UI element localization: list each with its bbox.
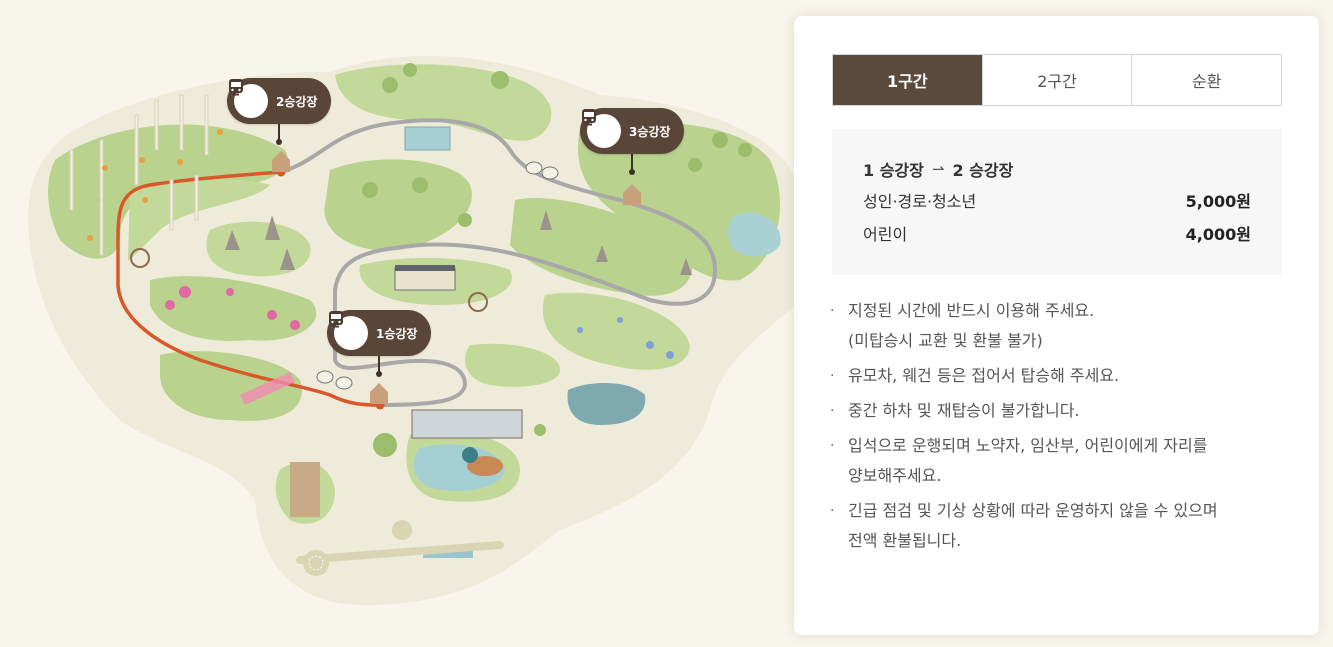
notice-text: 긴급 점검 및 기상 상황에 따라 운영하지 않을 수 있으며 [848, 501, 1218, 520]
notice-item: · 유모차, 웨건 등은 접어서 탑승해 주세요. [826, 361, 1286, 391]
tab-loop[interactable]: 순환 [1131, 55, 1282, 105]
station-2-pin [276, 124, 283, 145]
fare-row-child: 어린이 4,000원 [863, 216, 1251, 249]
station-1-label[interactable]: 1승강장 [327, 310, 432, 377]
route-from: 1 승강장 [863, 161, 924, 180]
station-3-label[interactable]: 3승강장 [580, 108, 685, 175]
park-map: 2승강장 3승강장 1승강장 [28, 55, 800, 606]
bullet-icon: · [830, 303, 835, 319]
train-icon [582, 109, 621, 148]
route-arrow-icon: ⇀ [931, 160, 945, 178]
notice-subtext: 전액 환불됩니다. [848, 531, 962, 550]
notice-text: 유모차, 웨건 등은 접어서 탑승해 주세요. [848, 366, 1120, 385]
notice-list: · 지정된 시간에 반드시 이용해 주세요. (미탑승시 교환 및 환불 불가)… [826, 296, 1286, 561]
tab-section-2[interactable]: 2구간 [981, 55, 1132, 105]
train-icon [229, 79, 268, 118]
notice-item: · 지정된 시간에 반드시 이용해 주세요. (미탑승시 교환 및 환불 불가) [826, 296, 1286, 356]
notice-item: · 긴급 점검 및 기상 상황에 따라 운영하지 않을 수 있으며 전액 환불됩… [826, 496, 1286, 556]
fare-price: 4,000원 [1185, 224, 1251, 244]
bullet-icon: · [830, 403, 835, 419]
map-illustration [28, 55, 800, 606]
fare-route: 1 승강장 ⇀ 2 승강장 [863, 155, 1251, 183]
station-2-name: 2승강장 [276, 94, 318, 109]
station-1-name: 1승강장 [376, 326, 418, 341]
section-tabs: 1구간 2구간 순환 [832, 54, 1282, 106]
bullet-icon: · [830, 503, 835, 519]
fare-category: 어린이 [863, 224, 908, 244]
fare-box: 1 승강장 ⇀ 2 승강장 성인·경로·청소년 5,000원 어린이 4,000… [832, 129, 1282, 275]
notice-text: 중간 하차 및 재탑승이 불가합니다. [848, 401, 1080, 420]
notice-item: · 입석으로 운행되며 노약자, 임산부, 어린이에게 자리를 양보해주세요. [826, 431, 1286, 491]
bullet-icon: · [830, 438, 835, 454]
bullet-icon: · [830, 368, 835, 384]
station-1-pin [376, 356, 383, 377]
station-3-name: 3승강장 [629, 124, 671, 139]
fare-category: 성인·경로·청소년 [863, 191, 977, 211]
notice-text: 지정된 시간에 반드시 이용해 주세요. [848, 301, 1095, 320]
station-2-label[interactable]: 2승강장 [227, 78, 332, 145]
fare-row-adult: 성인·경로·청소년 5,000원 [863, 183, 1251, 216]
notice-subtext: 양보해주세요. [848, 466, 942, 485]
fare-price: 5,000원 [1185, 191, 1251, 211]
station-3-pin [629, 154, 636, 175]
fare-info-card: 1구간 2구간 순환 1 승강장 ⇀ 2 승강장 성인·경로·청소년 5,000… [794, 16, 1319, 635]
tab-section-1[interactable]: 1구간 [833, 55, 982, 105]
notice-item: · 중간 하차 및 재탑승이 불가합니다. [826, 396, 1286, 426]
train-icon [329, 311, 368, 350]
notice-subtext: (미탑승시 교환 및 환불 불가) [848, 331, 1043, 350]
route-to: 2 승강장 [952, 161, 1014, 180]
notice-text: 입석으로 운행되며 노약자, 임산부, 어린이에게 자리를 [848, 436, 1208, 455]
